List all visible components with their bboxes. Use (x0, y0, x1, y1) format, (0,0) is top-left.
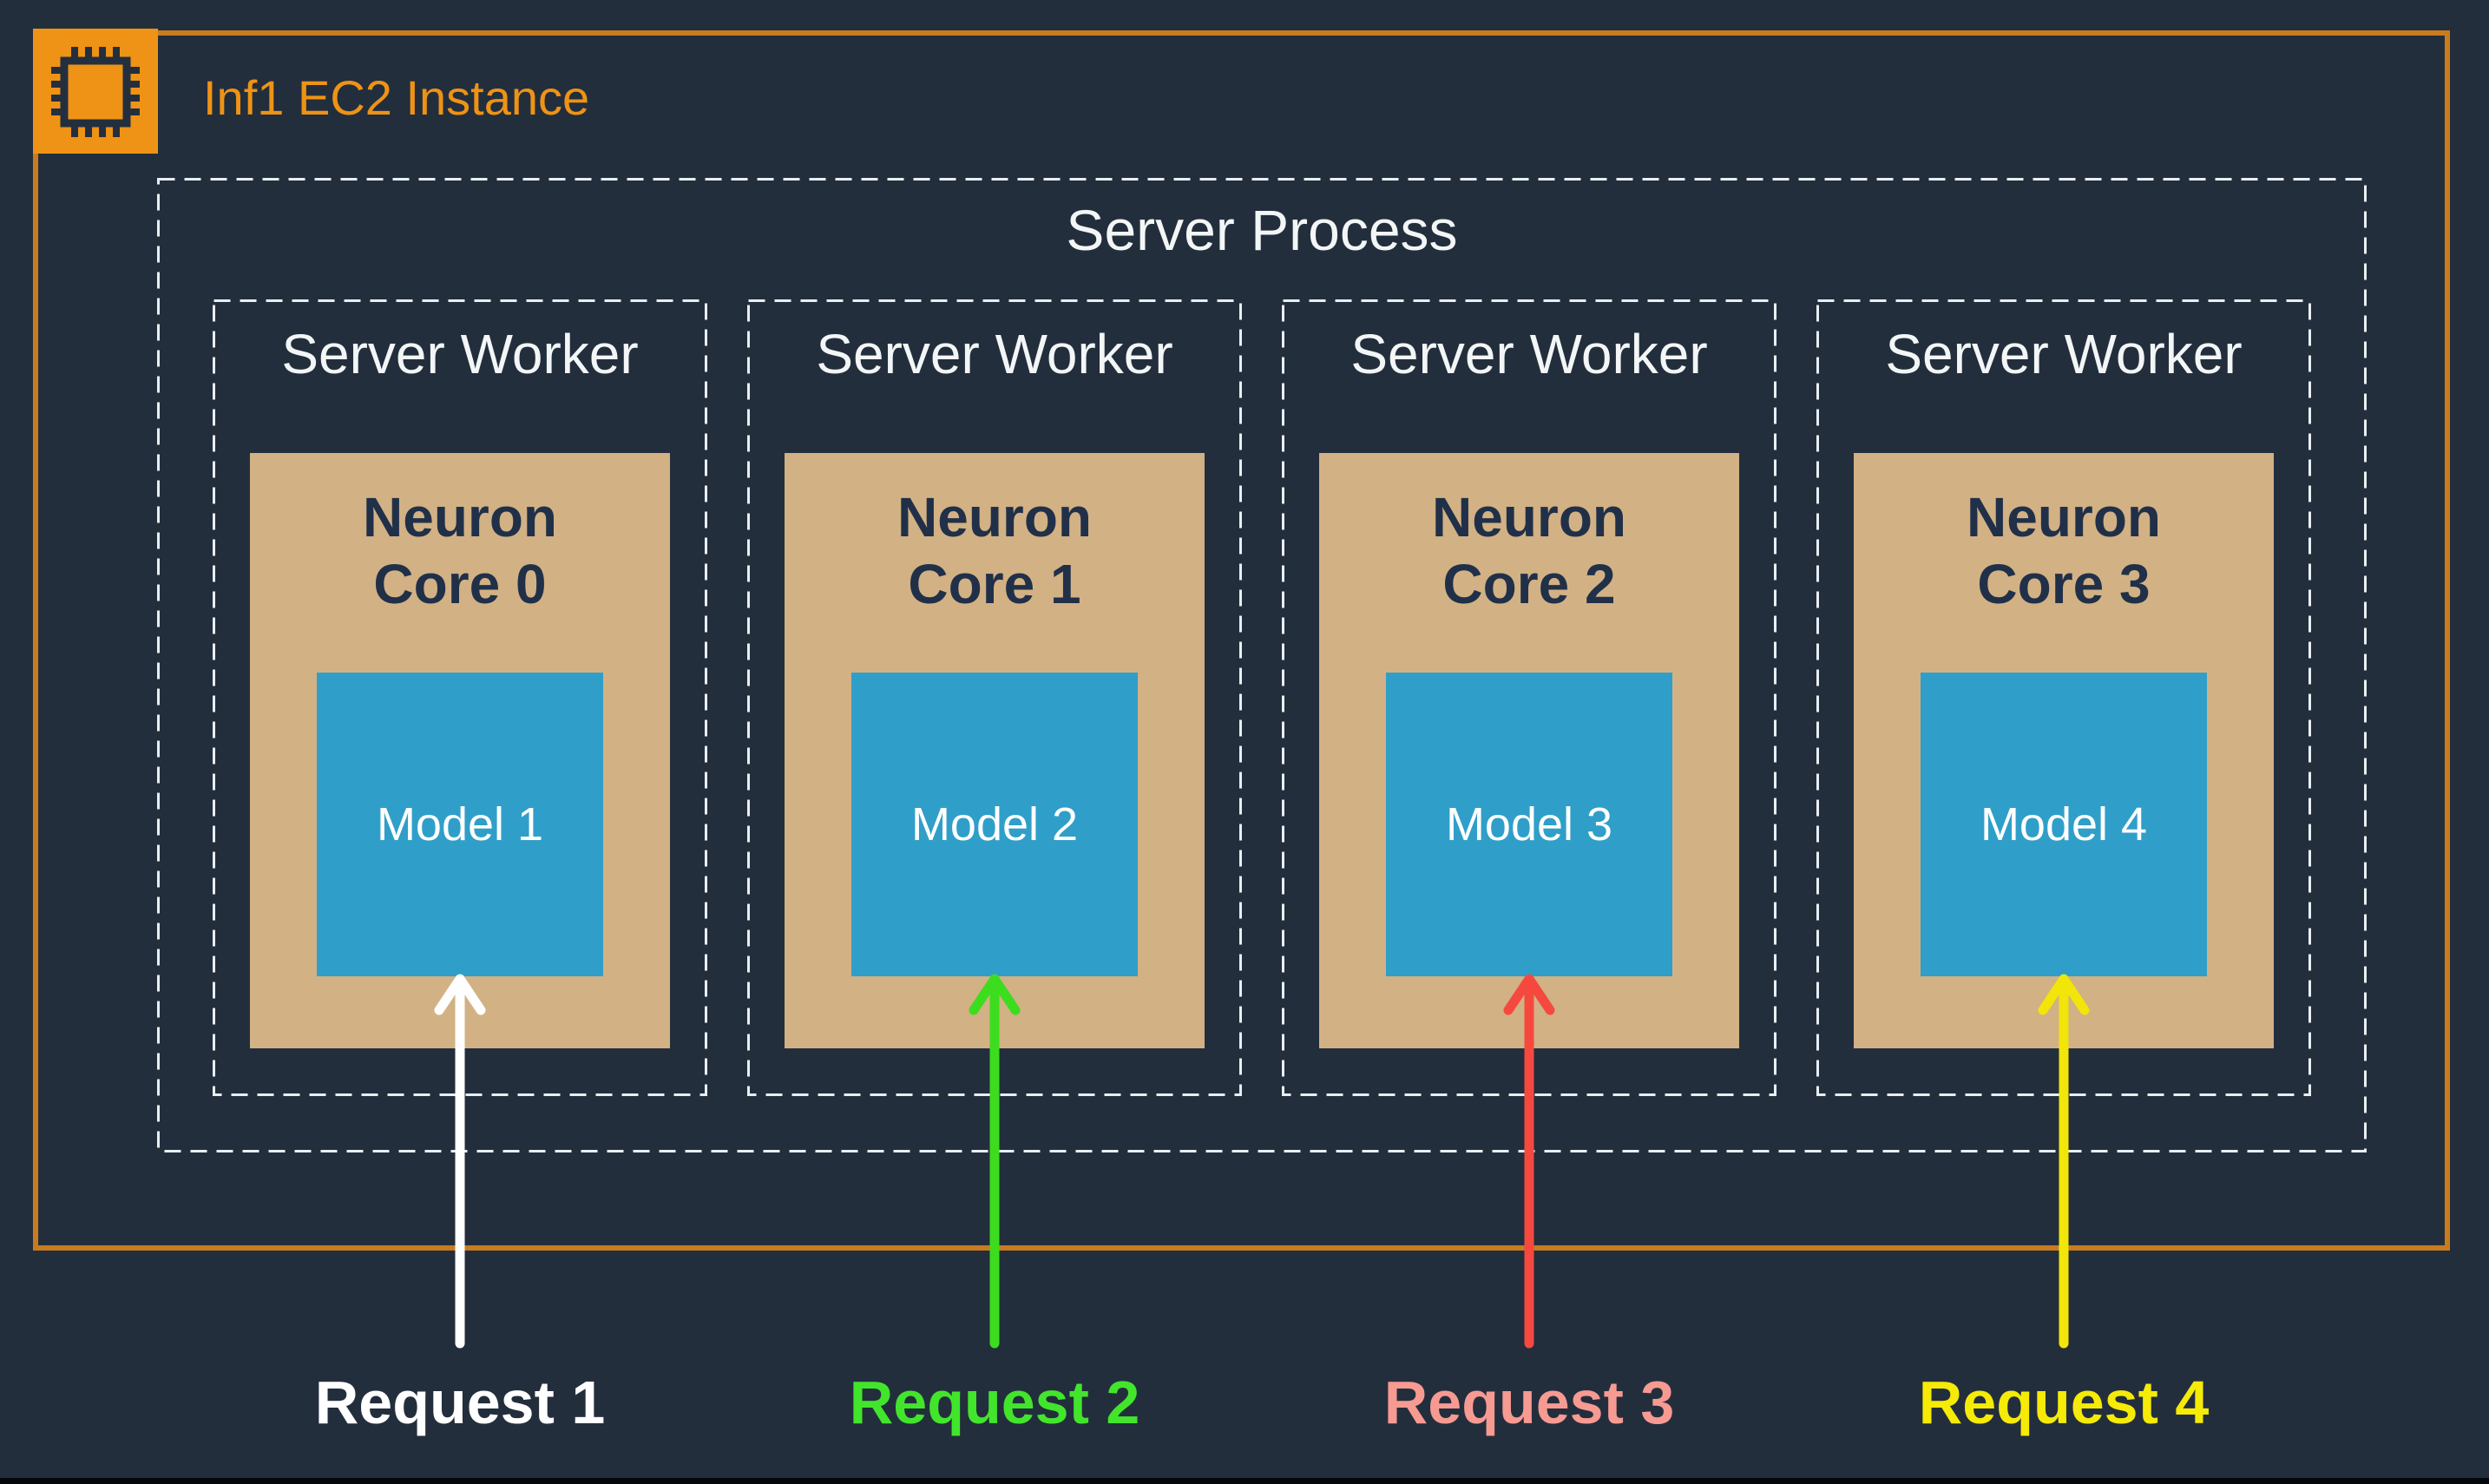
screen-bottom-edge (0, 1478, 2489, 1484)
chip-icon (51, 47, 140, 137)
neuron-core-label: Neuron Core 0 (250, 484, 670, 618)
instance-title: Inf1 EC2 Instance (203, 70, 590, 125)
request-1-label: Request 1 (314, 1369, 606, 1436)
server-worker-label: Server Worker (281, 323, 639, 385)
neuron-core-line1: Neuron (363, 486, 557, 548)
server-worker-border (1282, 299, 1776, 1096)
model-box-1: Model 1 (317, 673, 603, 976)
server-worker-label: Server Worker (816, 323, 1173, 385)
server-worker-border (1816, 299, 2311, 1096)
request-4-label: Request 4 (1918, 1369, 2210, 1436)
neuron-core-line2: Core 2 (1442, 553, 1616, 615)
neuron-core-box-3: Neuron Core 3 Model 4 (1854, 453, 2274, 1048)
neuron-core-label: Neuron Core 1 (785, 484, 1205, 618)
server-worker-border (747, 299, 1242, 1096)
server-worker-box-3: Server Worker Neuron Core 2 Model 3 (1282, 299, 1776, 1096)
model-label: Model 4 (1980, 798, 2148, 850)
model-box-3: Model 3 (1386, 673, 1672, 976)
server-worker-box-2: Server Worker Neuron Core 1 Model 2 (747, 299, 1242, 1096)
neuron-core-line1: Neuron (1967, 486, 2161, 548)
model-label: Model 3 (1445, 798, 1613, 850)
server-worker-label: Server Worker (1350, 323, 1708, 385)
neuron-core-line2: Core 0 (373, 553, 547, 615)
server-process-label: Server Process (1066, 198, 1458, 262)
model-box-2: Model 2 (851, 673, 1138, 976)
inf1-instance-box (33, 30, 2450, 1251)
server-process-box: Server Process (157, 178, 2367, 1152)
neuron-core-label: Neuron Core 2 (1319, 484, 1739, 618)
neuron-core-line2: Core 3 (1977, 553, 2151, 615)
neuron-core-line2: Core 1 (908, 553, 1081, 615)
neuron-core-box-1: Neuron Core 1 Model 2 (785, 453, 1205, 1048)
neuron-core-box-2: Neuron Core 2 Model 3 (1319, 453, 1739, 1048)
server-worker-box-4: Server Worker Neuron Core 3 Model 4 (1816, 299, 2311, 1096)
model-label: Model 2 (910, 798, 1079, 850)
neuron-core-line1: Neuron (1432, 486, 1626, 548)
request-3-label: Request 3 (1383, 1369, 1675, 1436)
neuron-core-label: Neuron Core 3 (1854, 484, 2274, 618)
model-label: Model 1 (376, 798, 544, 850)
neuron-core-line1: Neuron (897, 486, 1092, 548)
server-process-border (157, 178, 2367, 1152)
server-worker-label: Server Worker (1885, 323, 2243, 385)
server-worker-box-1: Server Worker Neuron Core 0 Model 1 (213, 299, 707, 1096)
model-box-4: Model 4 (1921, 673, 2207, 976)
server-worker-border (213, 299, 707, 1096)
chip-badge (33, 29, 158, 154)
neuron-core-box-0: Neuron Core 0 Model 1 (250, 453, 670, 1048)
request-2-label: Request 2 (849, 1369, 1140, 1436)
